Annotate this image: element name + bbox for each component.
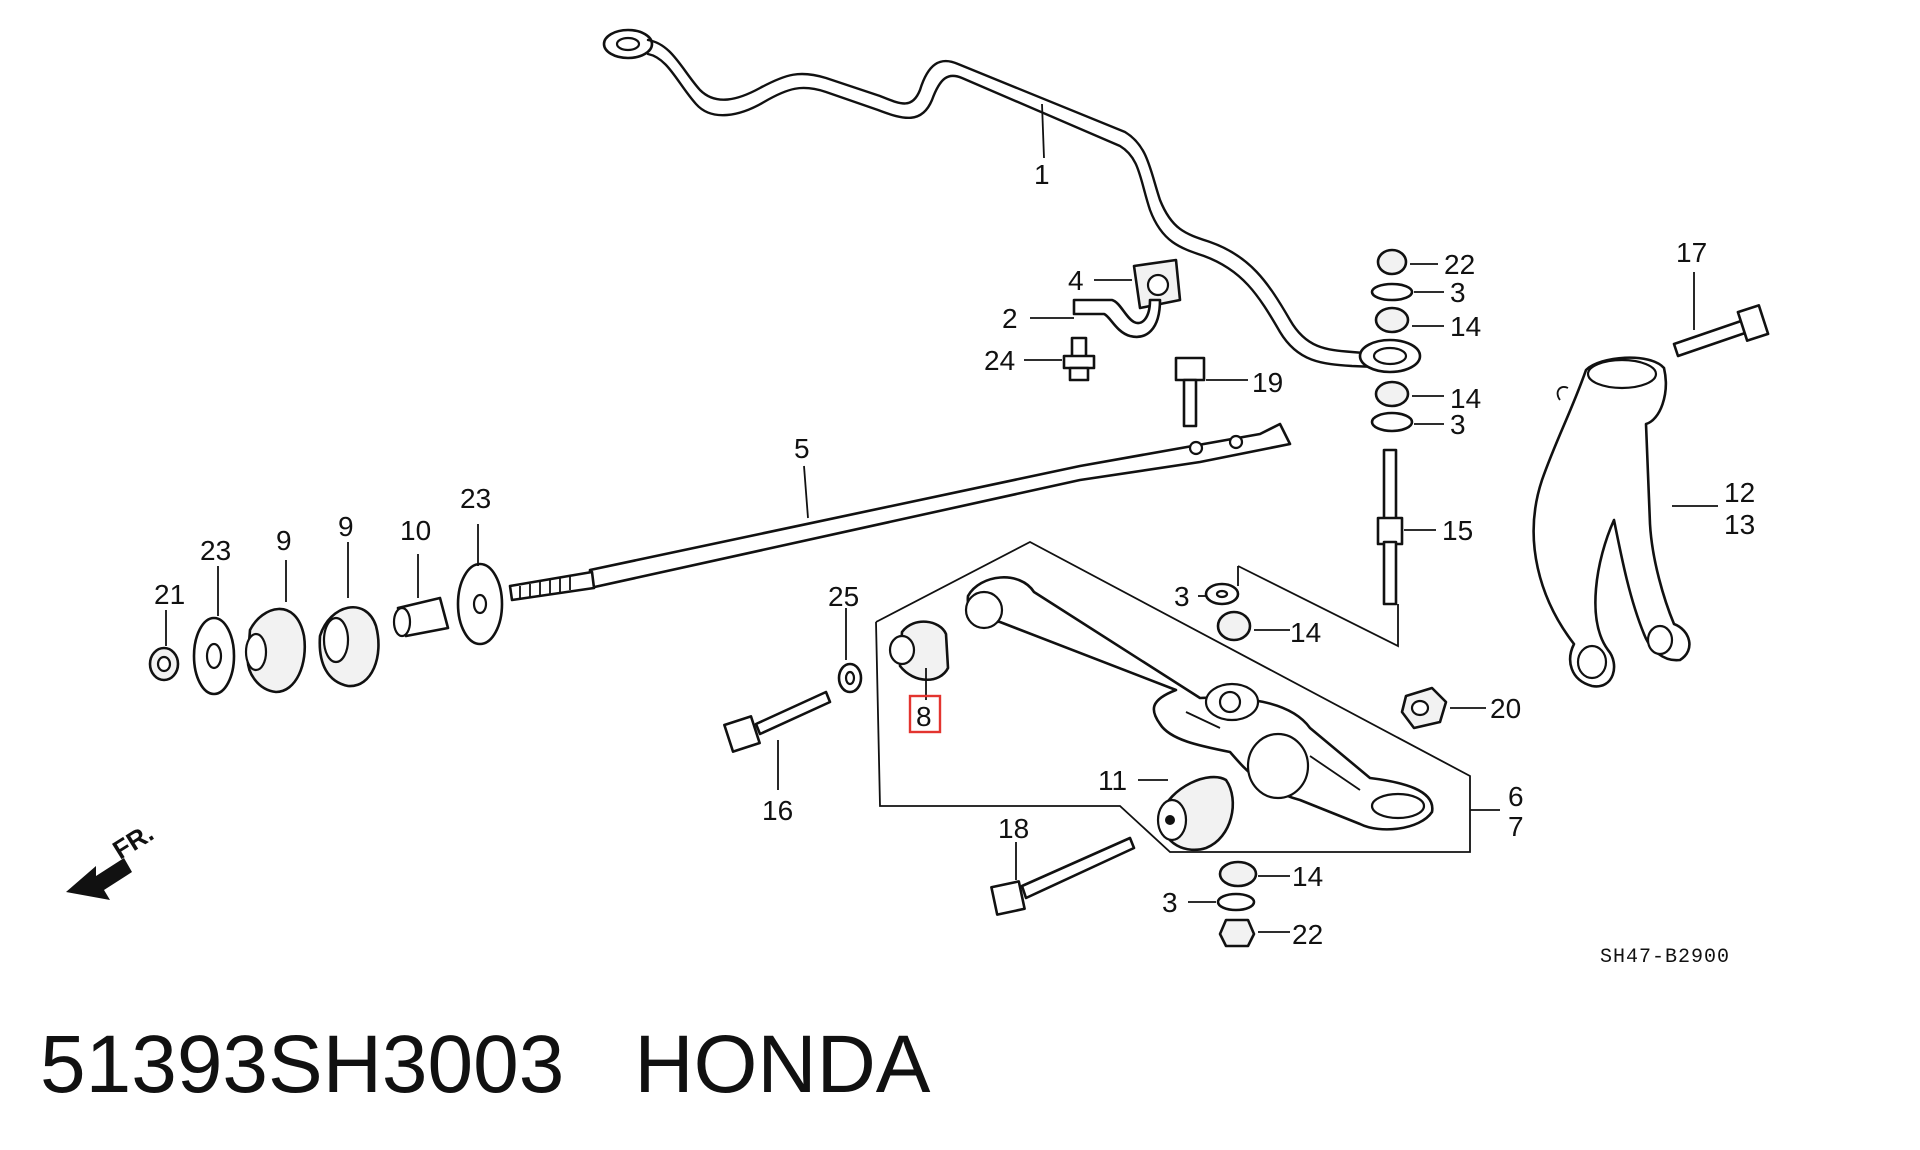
callout-3-lower: 3 [1450, 409, 1466, 440]
stabilizer-link [1376, 448, 1404, 606]
self-locking-nut-20 [1400, 686, 1448, 730]
radius-rod-bushing-outer [244, 607, 307, 694]
washer-arm-bottom [1216, 892, 1256, 912]
callout-23-outer: 23 [200, 535, 231, 566]
callout-3-arm-top: 3 [1174, 581, 1190, 612]
front-direction-arrow: FR. [66, 817, 159, 900]
callout-17: 17 [1676, 237, 1707, 268]
link-bushing-upper [1374, 306, 1410, 334]
callout-18: 18 [998, 813, 1029, 844]
stabilizer-eye [1358, 338, 1422, 374]
callout-24: 24 [984, 345, 1015, 376]
callout-22-bottom: 22 [1292, 919, 1323, 950]
link-bushing-lower [1374, 380, 1410, 408]
radius-rod-nut [148, 646, 180, 682]
callout-14-arm-bottom: 14 [1292, 861, 1323, 892]
washer-25 [837, 662, 863, 694]
part-caption: 51393SH3003 HONDA [40, 1010, 931, 1120]
callout-16: 16 [762, 795, 793, 826]
radius-rod-bolt-19 [1174, 356, 1206, 428]
lower-control-arm [964, 576, 1434, 831]
callout-3-arm-bottom: 3 [1162, 887, 1178, 918]
callout-14-lower: 14 [1450, 383, 1481, 414]
callout-19: 19 [1252, 367, 1283, 398]
bushing-arm-bottom [1218, 860, 1258, 888]
callout-13: 13 [1724, 509, 1755, 540]
callout-23-inner: 23 [460, 483, 491, 514]
link-leader [1237, 565, 1399, 648]
bushing-holder [1072, 298, 1162, 339]
lower-arm-bolt-16 [723, 690, 832, 753]
callout-10: 10 [400, 515, 431, 546]
callout-14-arm-top: 14 [1290, 617, 1321, 648]
washer-23-outer [192, 616, 236, 696]
callout-3-top: 3 [1450, 277, 1466, 308]
radius-rod [508, 422, 1292, 602]
callout-5: 5 [794, 433, 810, 464]
radius-rod-collar [392, 596, 450, 638]
callout-15: 15 [1442, 515, 1473, 546]
lower-arm-bolt-18 [990, 836, 1136, 916]
callout-2: 2 [1002, 303, 1018, 334]
washer-top [1370, 282, 1414, 302]
callout-6: 6 [1508, 781, 1524, 812]
link-nut-top [1376, 248, 1408, 276]
callout-8: 8 [916, 701, 932, 732]
part-number: 51393SH3003 [40, 1019, 565, 1110]
lower-arm-assembly-outline [875, 540, 1471, 853]
callout-14-upper: 14 [1450, 311, 1481, 342]
radius-rod-bushing-inner [318, 606, 380, 688]
diagram-code: SH47-B2900 [1600, 946, 1730, 969]
callout-22-top: 22 [1444, 249, 1475, 280]
compliance-bushing-11 [1156, 775, 1235, 852]
callout-9-outer: 9 [276, 525, 292, 556]
callout-20: 20 [1490, 693, 1521, 724]
washer-23-inner [456, 562, 504, 646]
washer-arm-top [1204, 582, 1240, 606]
holder-bolt [1062, 336, 1096, 382]
callout-4: 4 [1068, 265, 1084, 296]
callout-7: 7 [1508, 811, 1524, 842]
brand-name: HONDA [634, 1019, 931, 1110]
callout-25: 25 [828, 581, 859, 612]
callout-8-highlight [908, 694, 942, 734]
stabilizer-bushing [1132, 258, 1182, 310]
washer-lower [1370, 411, 1414, 433]
callout-1: 1 [1034, 159, 1050, 190]
bushing-arm-top [1216, 610, 1252, 642]
callout-12: 12 [1724, 477, 1755, 508]
steering-knuckle [1532, 356, 1691, 688]
callout-9-inner: 9 [338, 511, 354, 542]
stabilizer-bar [602, 28, 1402, 370]
knuckle-bolt-17 [1672, 304, 1770, 358]
nut-arm-bottom [1218, 918, 1256, 948]
callout-21: 21 [154, 579, 185, 610]
lower-arm-bushing-8 [888, 620, 950, 681]
front-arrow-label: FR. [107, 817, 158, 865]
callout-11: 11 [1098, 765, 1127, 796]
